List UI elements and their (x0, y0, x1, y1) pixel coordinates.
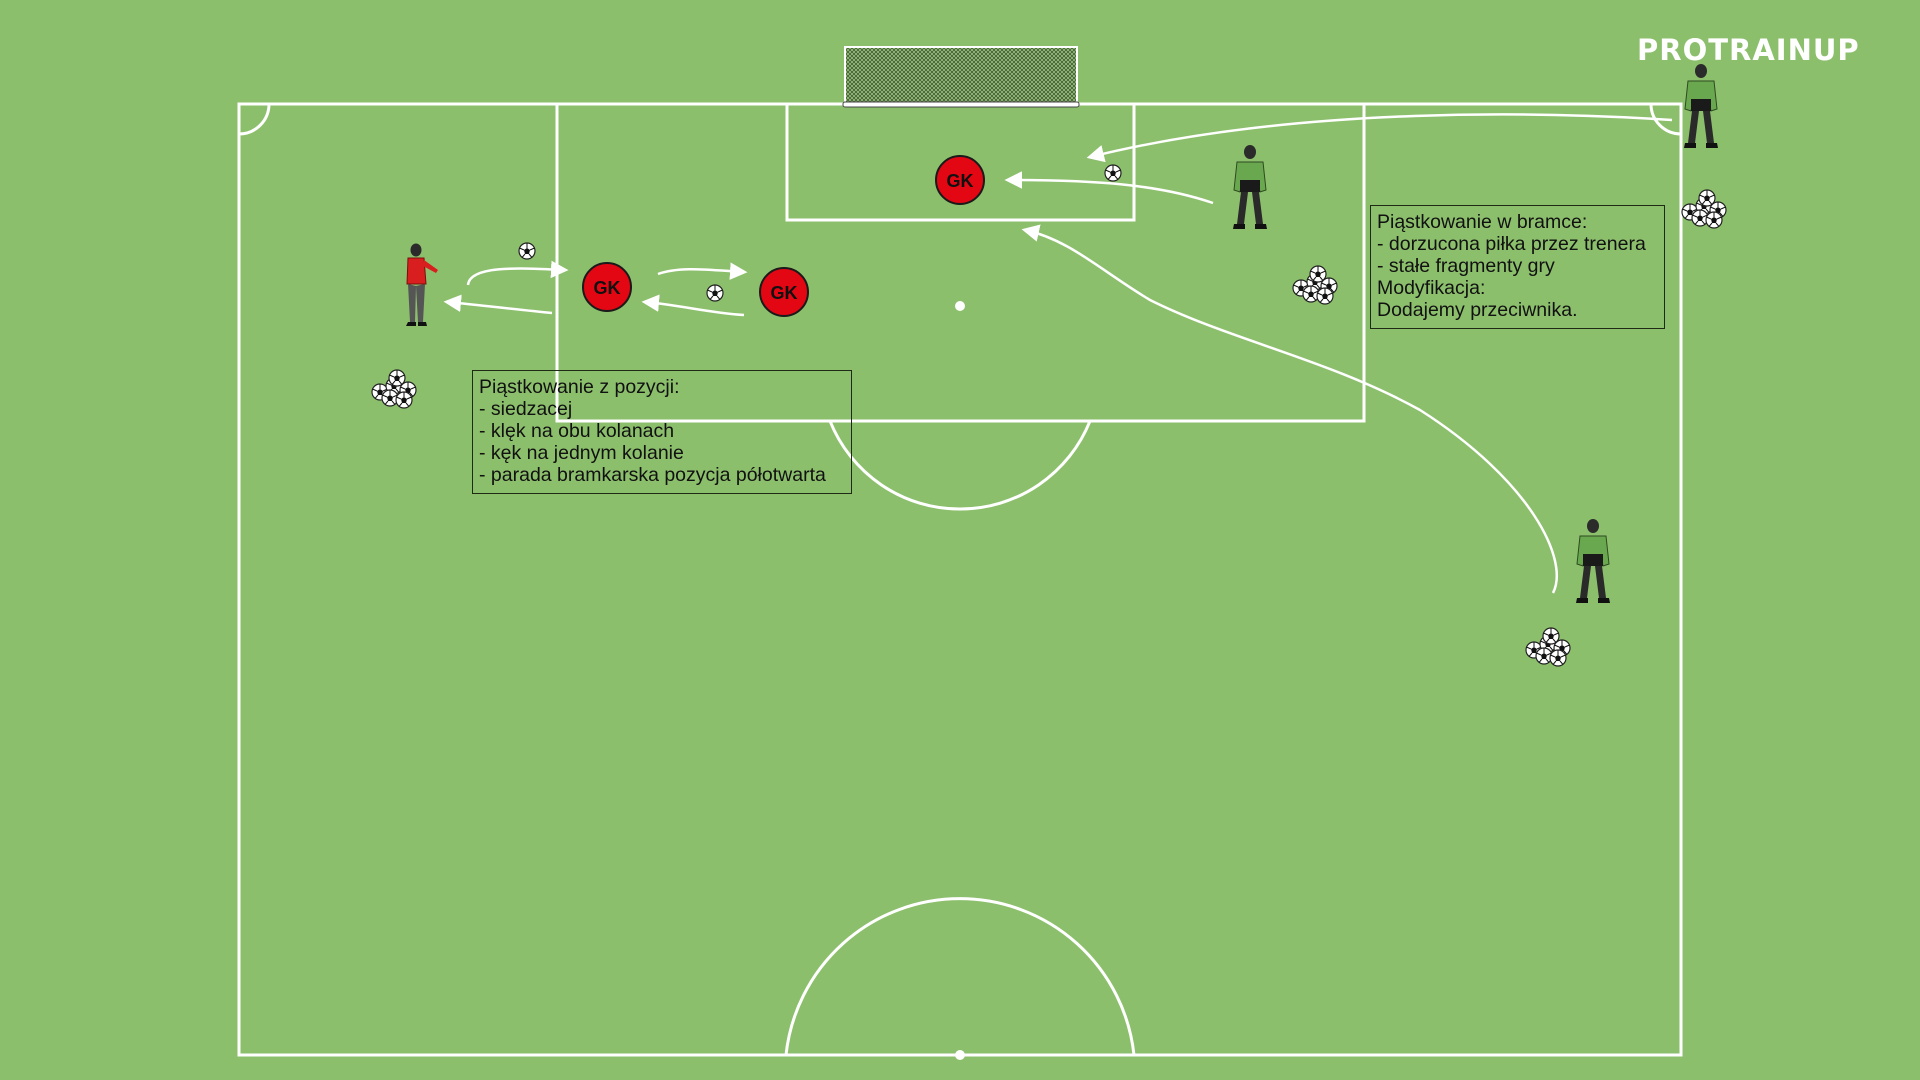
arrow-gk2-to-gk1 (641, 294, 745, 317)
arrow-coach-to-gk1 (466, 260, 569, 286)
soccer-ball-icon (518, 242, 536, 260)
brand-logo: PROTRAINUP (1637, 33, 1860, 67)
note-subtitle: Modyfikacja: (1377, 277, 1486, 299)
soccer-ball-icon (1104, 164, 1122, 182)
movement-arrows (443, 113, 1673, 594)
goal-net-icon (842, 46, 1080, 108)
goalkeeper-figure-icon (1683, 63, 1719, 149)
gk-marker-label: GK (947, 171, 974, 191)
ball-pile-icon (372, 370, 416, 408)
soccer-ball-icon (706, 284, 724, 302)
arrow-gk1-to-gk2 (657, 262, 748, 280)
center-spot (955, 1050, 965, 1060)
note-title: Piąstkowanie z pozycji: (479, 376, 680, 398)
note-title: Piąstkowanie w bramce: (1377, 211, 1588, 233)
goalkeeper-figure-icon (1575, 518, 1611, 604)
arrow-keeper-to-goal (1004, 171, 1214, 205)
gk-marker-label: GK (771, 283, 798, 303)
arrow-gk1-to-coach (443, 294, 553, 315)
note-item: - siedzacej (479, 398, 573, 420)
note-box-positions: Piąstkowanie z pozycji: - siedzacej - kl… (472, 370, 852, 494)
note-item: - klęk na obu kolanach (479, 420, 675, 442)
penalty-spot (955, 301, 965, 311)
arrow-wide-cross (1021, 224, 1558, 594)
gk-marker-label: GK (594, 278, 621, 298)
note-item: - stałe fragmenty gry (1377, 255, 1555, 277)
gk-marker: GK (935, 155, 985, 205)
note-item: - parada bramkarska pozycja półotwarta (479, 464, 826, 486)
note-item: - kęk na jednym kolanie (479, 442, 684, 464)
note-item: - dorzucona piłka przez trenera (1377, 233, 1646, 255)
goalkeeper-figure-icon (1232, 144, 1268, 230)
gk-marker: GK (759, 267, 809, 317)
ball-pile-icon (1293, 266, 1337, 304)
note-box-goal: Piąstkowanie w bramce: - dorzucona piłka… (1370, 205, 1665, 329)
ball-pile-icon (1682, 190, 1726, 228)
note-item: Dodajemy przeciwnika. (1377, 299, 1578, 321)
coach-figure-icon (405, 243, 439, 327)
gk-marker: GK (582, 262, 632, 312)
arrow-corner-cross (1086, 113, 1673, 163)
ball-pile-icon (1526, 628, 1570, 666)
